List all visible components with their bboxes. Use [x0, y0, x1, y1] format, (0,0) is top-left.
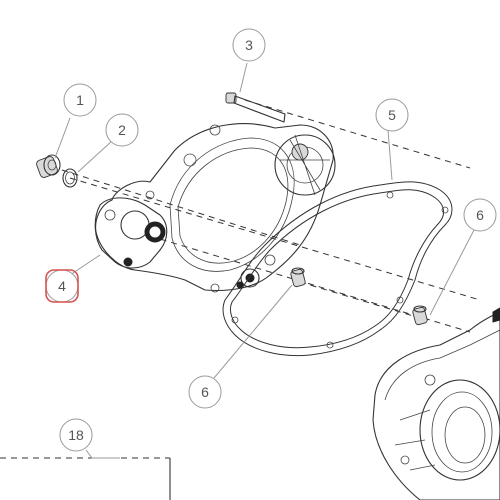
part-18-crankcase [372, 307, 500, 500]
leader-lines [54, 62, 475, 459]
callout-5-label: 5 [388, 107, 396, 123]
callout-18-label: 18 [68, 427, 84, 443]
callout-6-right-label: 6 [476, 207, 484, 223]
part-4-clutch-cover [94, 123, 336, 293]
callout-4: 4 [45, 269, 79, 303]
callout-4-label: 4 [58, 278, 66, 294]
callout-6-bottom: 6 [188, 375, 222, 409]
callout-2-label: 2 [118, 122, 126, 138]
part-18-outline [0, 457, 171, 500]
part-3-bolt [225, 92, 286, 123]
callout-3-label: 3 [245, 37, 253, 53]
part-6-dowel-pin-right [412, 305, 428, 326]
part-1-plug [36, 154, 61, 178]
callout-2: 2 [105, 113, 139, 147]
part-5-gasket [222, 181, 453, 357]
callout-6-right: 6 [463, 198, 497, 232]
callout-18: 18 [59, 418, 93, 452]
callout-1-label: 1 [76, 92, 84, 108]
part-6-dowel-pin-left [290, 267, 306, 288]
highlight-box [45, 269, 79, 303]
callout-1: 1 [63, 83, 97, 117]
callout-6-bottom-label: 6 [201, 384, 209, 400]
part-2-o-ring [62, 168, 78, 188]
callout-5: 5 [375, 98, 409, 132]
callout-3: 3 [232, 28, 266, 62]
